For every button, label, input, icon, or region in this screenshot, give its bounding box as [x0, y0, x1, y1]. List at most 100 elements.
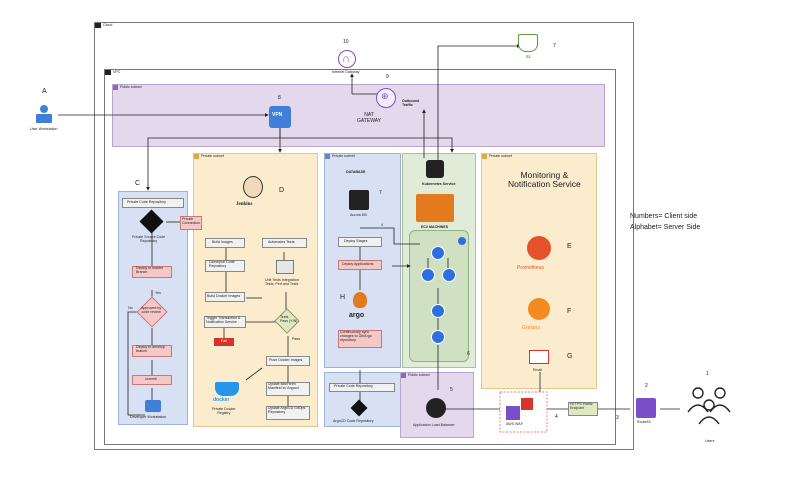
k8s-service-icon: [426, 160, 444, 178]
private-connection: [180, 216, 202, 230]
repo-label: Private Source Code Repository: [132, 235, 166, 243]
alb-icon: [426, 398, 446, 418]
marker-8: 8: [278, 95, 281, 101]
marker-A: A: [42, 88, 47, 95]
private-subnet-d: [193, 153, 318, 427]
email-icon: [529, 350, 549, 364]
marker-10: 10: [343, 39, 349, 45]
continuous-sync-label: Continuously sync changes to Git/Argo re…: [340, 330, 372, 342]
docker-icon: [215, 382, 239, 396]
fail-step: [214, 338, 234, 346]
pass-label: Pass: [292, 337, 300, 341]
tests-icon: [276, 260, 294, 274]
grafana-label: Grafana: [522, 325, 541, 331]
nat-gateway-icon: [376, 88, 396, 108]
jenkins-label: Jenkins: [236, 202, 253, 207]
route53-icon: [636, 398, 656, 418]
marker-D: D: [279, 187, 285, 194]
deploy-master-label: Deploy to master Branch: [136, 266, 164, 274]
deploy-stages-label: Deploy Stages: [344, 239, 368, 243]
approval-decision-label: Approved by code review: [141, 306, 162, 314]
internet-gateway-icon: [338, 50, 356, 68]
trigger-step: [204, 316, 246, 328]
marker-2: 2: [645, 383, 648, 389]
deploy-applications-step: [338, 260, 382, 270]
commit-step: [132, 375, 172, 385]
waf-icon: [506, 406, 520, 420]
update-manifest-label: Update k8s/Helm Manifest in/ Argocd: [268, 382, 299, 390]
clone-code-step: [205, 260, 245, 272]
internet-gateway-label: Internet Gateway: [332, 70, 360, 74]
database-title: DATABASE: [346, 170, 366, 174]
private-subnet-mon-icon: [482, 154, 487, 159]
fail-label: Fail: [221, 339, 227, 343]
marker-1: 1: [706, 371, 709, 377]
deploy-master-step: [132, 266, 172, 278]
vpn-label: VPN: [272, 112, 283, 118]
nat-gateway-glyph: ⊕: [381, 91, 389, 101]
tests-pass-label: Tests Pass (Y/N): [280, 315, 298, 323]
prometheus-icon: [527, 236, 551, 260]
developer-workstation-label: Developer Workstation: [130, 415, 167, 419]
private-subnet-mon: [481, 153, 597, 389]
jenkins-icon: [243, 176, 263, 198]
database-icon: [349, 190, 369, 210]
public-subnet-icon: [113, 85, 118, 90]
private-connection-label: Private Connection: [182, 217, 201, 225]
internet-gateway-glyph: ∩: [342, 53, 350, 65]
cloud-label: Cloud: [103, 23, 113, 27]
s3-label: S3: [526, 55, 531, 59]
grafana-icon: [528, 298, 550, 320]
clone-code-label: Clone/pull Code Repository: [209, 260, 235, 268]
k8s-node-left: [421, 268, 435, 282]
automates-tests-label: Automates Tests: [268, 240, 295, 244]
private-registry-label: Private Docker Registry: [212, 407, 236, 415]
marker-G: G: [567, 353, 573, 360]
marker-C: C: [135, 180, 141, 187]
waf-label: AWS WAF: [506, 422, 523, 426]
k8s-service-label: Kubernetes Service: [422, 182, 456, 186]
cloud-frame: [94, 22, 634, 450]
route53-label: Route53: [637, 420, 651, 424]
push-docker-label: Push Docker Images: [269, 358, 303, 362]
ec2-label: EC2 MACHINES: [421, 225, 449, 229]
marker-H: H: [340, 294, 346, 301]
docker-label: docker: [213, 397, 230, 403]
yes-label: Yes: [155, 291, 161, 295]
marker-4a: 4: [381, 223, 383, 227]
ec2-stack-icon: [416, 194, 454, 222]
argo-repo-header-label: Private Code Repository: [334, 384, 373, 388]
private-subnet-mon-label: Private subnet: [489, 154, 512, 158]
update-manifest-step: [266, 382, 310, 396]
public-subnet-alb-label: Public subnet: [408, 373, 430, 377]
k8s-node-top: [431, 246, 445, 260]
https-endpoint: [568, 402, 598, 416]
prometheus-label: Prometheus: [517, 265, 544, 271]
marker-4b: 4: [555, 414, 558, 420]
https-endpoint-label: HTTPS Public Endpoint: [570, 402, 593, 410]
private-subnet-d-label: Private subnet: [201, 154, 224, 158]
argo-icon: [353, 292, 367, 308]
waf-shield-icon: [521, 398, 533, 410]
private-subnet-d-icon: [194, 154, 199, 159]
deploy-stages-step: [338, 237, 382, 247]
build-images-header: [205, 238, 245, 248]
vpc-frame: [104, 69, 616, 445]
marker-7a: 7: [379, 190, 382, 196]
build-images-label: Build Images: [212, 240, 233, 244]
k8s-node-bottom: [431, 330, 445, 344]
public-subnet-label: Public subnet: [120, 85, 142, 89]
marker-E: E: [567, 243, 572, 250]
developer-workstation-icon: [145, 400, 161, 412]
build-docker-label: Build Docker Images: [207, 294, 241, 298]
legend-line2: Alphabet= Server Side: [630, 224, 701, 231]
marker-F: F: [567, 308, 572, 315]
public-subnet-band: [112, 84, 605, 147]
marker-6: 6: [467, 351, 470, 357]
push-docker-step: [266, 356, 310, 366]
trigger-label: Trigger Transaction & Notification Servi…: [206, 316, 241, 324]
email-label: Email: [533, 368, 542, 372]
build-docker-step: [205, 292, 245, 302]
argo-label: argo: [349, 312, 365, 319]
commit-label: commit: [145, 377, 157, 381]
